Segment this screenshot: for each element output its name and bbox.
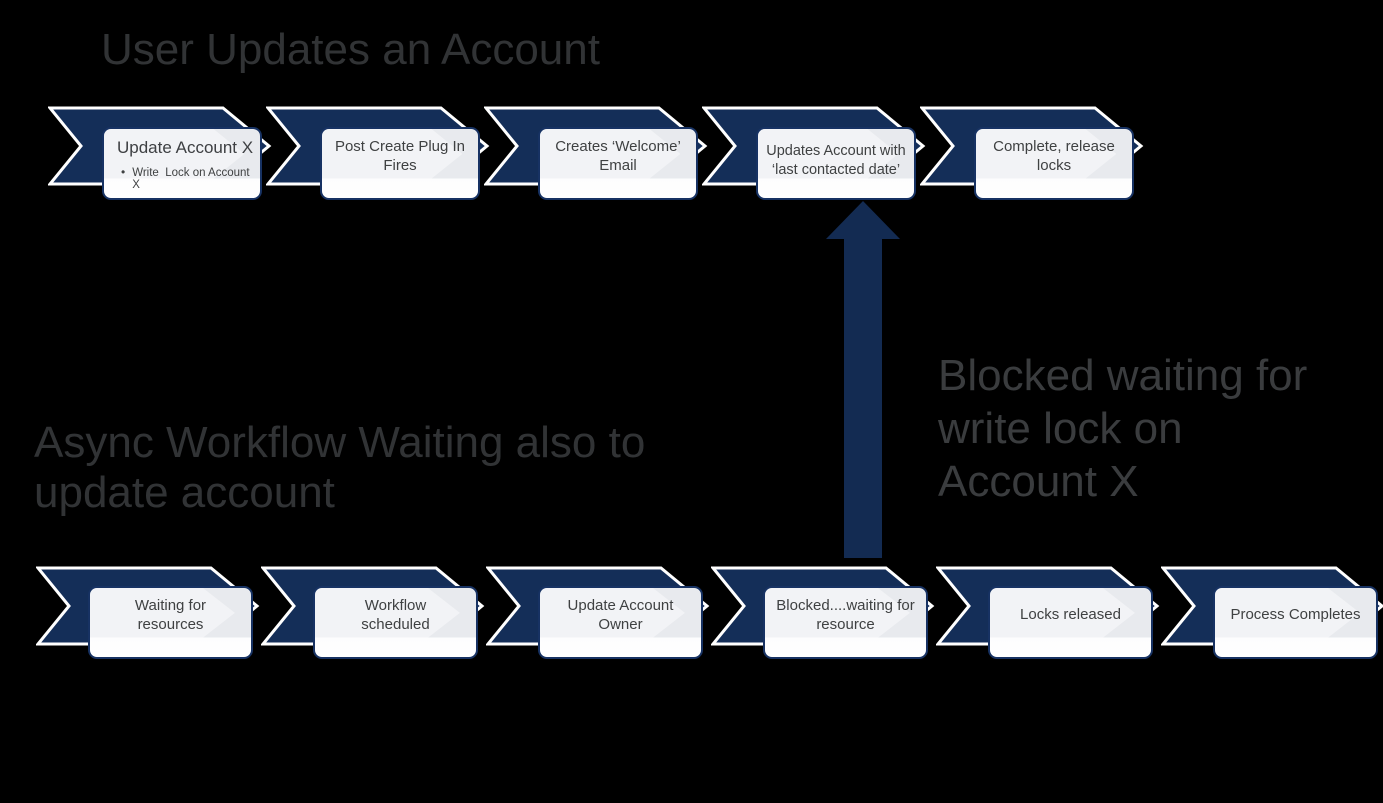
bottom-step-5: Locks released — [936, 566, 1216, 666]
step-label: Creates ‘Welcome’ Email — [555, 137, 681, 174]
flow-step-box: Workflow scheduled — [313, 586, 478, 659]
step-bullet: Write Lock on Account X — [117, 165, 254, 191]
top-flow-title: User Updates an Account — [101, 25, 600, 74]
bullet-dot-icon — [121, 165, 125, 179]
bottom-step-3: Update Account Owner — [486, 566, 766, 666]
blocked-arrow-icon — [826, 201, 900, 558]
top-step-1: Update Account X Write Lock on Account X — [48, 106, 328, 206]
flow-step-box: Update Account X Write Lock on Account X — [102, 127, 262, 200]
flow-step-box: Complete, release locks — [974, 127, 1134, 200]
step-label: Update Account Owner — [567, 596, 674, 633]
bottom-step-2: Workflow scheduled — [261, 566, 541, 666]
blocked-annotation: Blocked waiting for write lock on Accoun… — [938, 351, 1308, 506]
step-label: Workflow scheduled — [361, 596, 430, 633]
bottom-step-6: Process Completes — [1161, 566, 1383, 666]
step-label: Locks released — [1020, 606, 1121, 624]
step-label: Waiting for resources — [134, 596, 207, 633]
flow-step-box: Creates ‘Welcome’ Email — [538, 127, 698, 200]
step-label: Process Completes — [1230, 606, 1361, 624]
flow-step-box: Locks released — [988, 586, 1153, 659]
bottom-step-4: Blocked....waiting for resource — [711, 566, 991, 666]
flow-step-box: Process Completes — [1213, 586, 1378, 659]
bottom-step-1: Waiting for resources — [36, 566, 316, 666]
top-step-2: Post Create Plug In Fires — [266, 106, 546, 206]
step-label: Complete, release locks — [993, 137, 1115, 174]
flow-step-box: Waiting for resources — [88, 586, 253, 659]
flow-step-box: Updates Account with ‘last contacted dat… — [756, 127, 916, 200]
flow-step-box: Post Create Plug In Fires — [320, 127, 480, 200]
flow-step-box: Blocked....waiting for resource — [763, 586, 928, 659]
top-step-4: Updates Account with ‘last contacted dat… — [702, 106, 982, 206]
step-label: Blocked....waiting for resource — [776, 596, 915, 633]
step-label: Post Create Plug In Fires — [334, 137, 466, 174]
flow-step-box: Update Account Owner — [538, 586, 703, 659]
bullet-text: Write Lock on Account X — [132, 167, 253, 191]
step-heading: Update Account X — [117, 138, 254, 157]
step-label: Updates Account with ‘last contacted dat… — [766, 143, 906, 178]
bottom-flow-title: Async Workflow Waiting also to update ac… — [34, 418, 646, 518]
step-content: Update Account X Write Lock on Account X — [104, 129, 260, 198]
top-step-5: Complete, release locks — [920, 106, 1200, 206]
top-step-3: Creates ‘Welcome’ Email — [484, 106, 764, 206]
